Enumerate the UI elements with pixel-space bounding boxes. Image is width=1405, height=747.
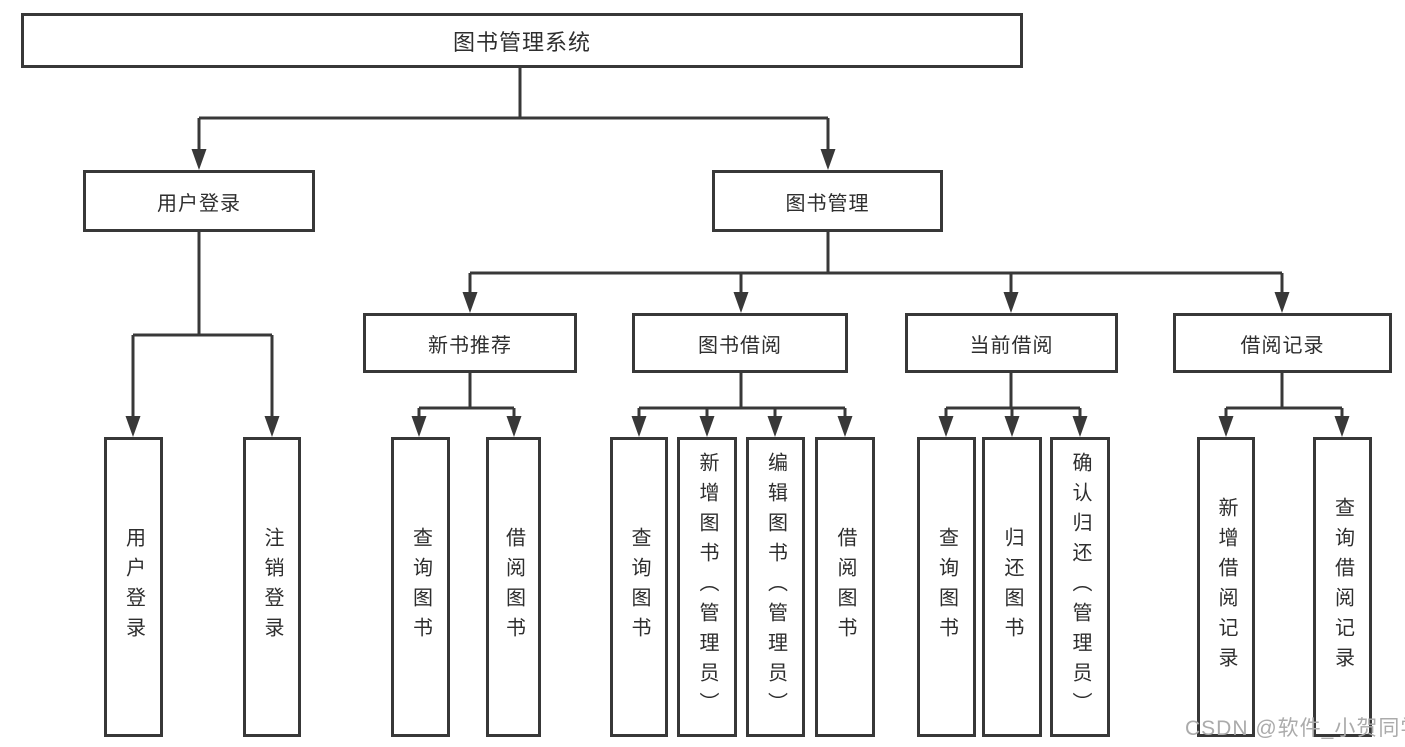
node-label: 用户登录	[122, 527, 145, 647]
node-label: 查询图书	[628, 527, 650, 647]
node-label: 图书借阅	[698, 334, 782, 357]
node-book-borrowing: 图书借阅	[632, 313, 848, 373]
node-borrowing-records: 借阅记录	[1173, 313, 1392, 373]
node-label: 新增借阅记录	[1215, 497, 1237, 677]
node-leaf-query-borrow-record: 查询借阅记录	[1313, 437, 1372, 737]
node-root-library-system: 图书管理系统	[21, 13, 1023, 68]
node-label: 编辑图书（管理员）	[764, 452, 787, 722]
node-leaf-confirm-return-admin: 确认归还（管理员）	[1050, 437, 1110, 737]
node-leaf-query-books-recommend: 查询图书	[391, 437, 450, 737]
node-leaf-borrow-books-borrowing: 借阅图书	[815, 437, 875, 737]
node-leaf-user-login: 用户登录	[104, 437, 163, 737]
node-leaf-borrow-books-recommend: 借阅图书	[486, 437, 541, 737]
node-label: 确认归还（管理员）	[1069, 452, 1091, 722]
watermark-text: CSDN @软件_小贺同学	[1185, 717, 1405, 740]
node-user-login: 用户登录	[83, 170, 315, 232]
node-leaf-logout: 注销登录	[243, 437, 301, 737]
node-new-book-recommendation: 新书推荐	[363, 313, 577, 373]
node-label: 图书管理	[785, 192, 870, 215]
node-label: 查询图书	[935, 527, 958, 647]
node-label: 借阅图书	[502, 527, 525, 647]
node-label: 查询图书	[409, 527, 432, 647]
node-label: 归还图书	[1001, 527, 1023, 647]
node-label: 新书推荐	[428, 334, 512, 357]
node-current-borrowing: 当前借阅	[905, 313, 1118, 373]
node-label: 借阅图书	[834, 527, 856, 647]
node-leaf-add-book-admin: 新增图书（管理员）	[677, 437, 737, 737]
node-label: 图书管理系统	[452, 29, 591, 55]
node-leaf-add-borrow-record: 新增借阅记录	[1197, 437, 1255, 737]
node-label: 查询借阅记录	[1331, 497, 1354, 677]
node-leaf-query-books-borrowing: 查询图书	[610, 437, 668, 737]
node-label: 新增图书（管理员）	[696, 452, 718, 722]
node-label: 当前借阅	[969, 334, 1054, 357]
node-label: 借阅记录	[1240, 334, 1325, 357]
node-label: 用户登录	[157, 192, 241, 215]
node-leaf-query-books-current: 查询图书	[917, 437, 976, 737]
node-book-management: 图书管理	[712, 170, 943, 232]
node-leaf-return-books: 归还图书	[982, 437, 1042, 737]
node-leaf-edit-book-admin: 编辑图书（管理员）	[746, 437, 805, 737]
node-label: 注销登录	[261, 527, 283, 647]
